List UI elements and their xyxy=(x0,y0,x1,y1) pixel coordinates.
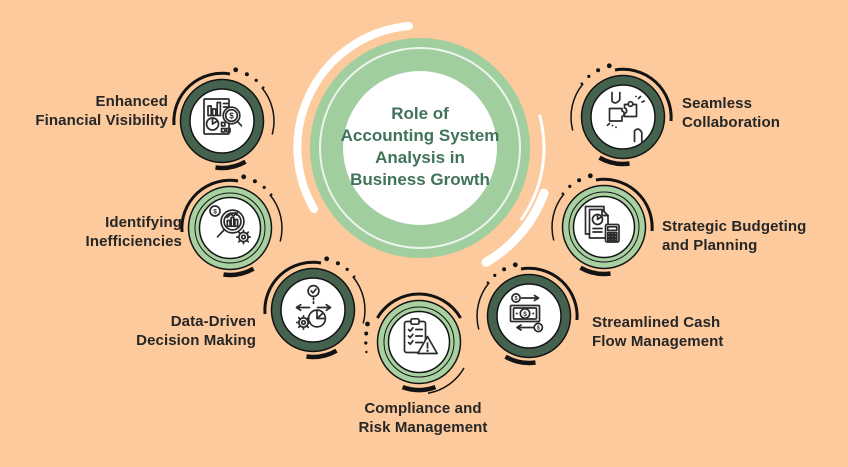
label-line: Risk Management xyxy=(358,419,488,436)
node-streamlined-cash-flow: $ $ $ xyxy=(476,262,579,366)
node-strategic-budgeting-planning xyxy=(551,173,654,277)
svg-text:$: $ xyxy=(537,326,540,332)
node-data-driven-decision-making xyxy=(263,256,366,360)
svg-text:$: $ xyxy=(523,311,527,318)
label-compliance-risk-management: Compliance and Risk Management xyxy=(323,399,523,437)
node-decoration-arcs xyxy=(476,262,579,366)
label-line: Compliance and xyxy=(364,400,482,417)
label-strategic-budgeting-planning: Strategic Budgeting and Planning xyxy=(662,217,848,255)
center-title: Role of Accounting System Analysis in Bu… xyxy=(330,103,510,191)
label-line: Seamless xyxy=(682,95,753,112)
label-seamless-collaboration: Seamless Collaboration xyxy=(682,94,842,132)
white-swoosh-arc xyxy=(520,114,546,221)
white-swoosh-arc xyxy=(481,188,549,267)
center-title-line: Business Growth xyxy=(350,170,490,189)
center-face xyxy=(343,71,497,225)
label-identifying-inefficiencies: Identifying Inefficiencies xyxy=(58,213,182,251)
financial-report-magnifier-icon: $ xyxy=(203,98,243,135)
center-title-line: Accounting System xyxy=(340,126,500,145)
hands-puzzle-pieces-icon xyxy=(606,91,646,143)
label-line: Identifying xyxy=(105,214,182,231)
node-identifying-inefficiencies: $ xyxy=(180,174,283,278)
white-swoosh-arc xyxy=(293,22,413,213)
label-line: Strategic Budgeting xyxy=(662,218,807,235)
node-compliance-risk-management xyxy=(364,292,465,394)
label-line: Data-Driven xyxy=(170,313,256,330)
node-decoration-arcs xyxy=(551,173,654,277)
node-enhanced-financial-visibility: $ xyxy=(172,67,275,171)
label-line: and Planning xyxy=(662,237,758,254)
documents-pie-calculator-icon xyxy=(584,205,620,243)
label-line: Inefficiencies xyxy=(85,233,182,250)
node-decoration-arcs xyxy=(364,292,465,394)
label-line: Collaboration xyxy=(682,114,780,131)
node-decoration-arcs xyxy=(263,256,366,360)
svg-text:$: $ xyxy=(229,111,234,120)
center-inner-line xyxy=(319,47,521,249)
node-decoration-arcs xyxy=(180,174,283,278)
svg-text:$: $ xyxy=(213,208,217,215)
center-title-line: Analysis in xyxy=(375,148,465,167)
label-streamlined-cash-flow: Streamlined Cash Flow Management xyxy=(592,313,772,351)
label-line: Flow Management xyxy=(592,333,724,350)
label-enhanced-financial-visibility: Enhanced Financial Visibility xyxy=(18,92,168,130)
label-line: Financial Visibility xyxy=(35,112,168,129)
label-line: Decision Making xyxy=(136,332,256,349)
node-decoration-arcs xyxy=(570,63,673,167)
center-title-line: Role of xyxy=(391,104,449,123)
label-data-driven-decision-making: Data-Driven Decision Making xyxy=(106,312,256,350)
decision-arrows-pie-gear-icon xyxy=(295,284,332,331)
svg-text:$: $ xyxy=(514,296,517,302)
node-seamless-collaboration xyxy=(570,63,673,167)
center-circle xyxy=(293,22,549,267)
label-line: Streamlined Cash xyxy=(592,314,721,331)
magnifier-bar-chart-gear-icon: $ xyxy=(209,205,252,245)
banknote-cash-flow-icon: $ $ $ xyxy=(509,293,544,333)
label-line: Enhanced xyxy=(95,93,168,110)
clipboard-warning-icon xyxy=(403,317,439,355)
node-decoration-arcs xyxy=(172,67,275,171)
